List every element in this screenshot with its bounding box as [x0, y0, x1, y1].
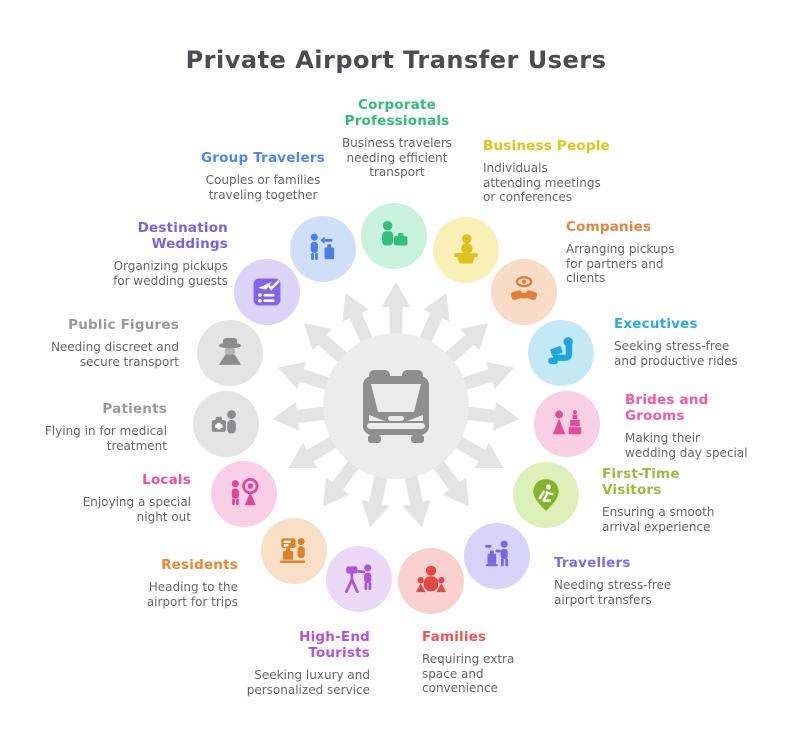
reclining-passenger-laptop-icon	[542, 334, 580, 372]
bubble-residents	[261, 518, 327, 584]
category-title: Locals	[142, 472, 191, 488]
bubble-group-travelers	[290, 216, 356, 282]
category-description: Requiring extra space and convenience	[422, 652, 515, 695]
bubble-destination-weddings	[234, 259, 300, 325]
category-title: Corporate Professionals	[344, 97, 450, 129]
bubble-locals	[211, 461, 277, 527]
category-label-first-time-visitors: First-Time Visitors Ensuring a smooth ar…	[602, 466, 767, 534]
category-description: Organizing pickups for wedding guests	[113, 259, 228, 288]
partnership-handshake-icon	[505, 273, 543, 311]
category-description: Needing discreet and secure transport	[50, 340, 179, 369]
category-label-families: Families Requiring extra space and conve…	[422, 629, 557, 696]
category-label-brides-and-grooms: Brides and Grooms Making their wedding d…	[625, 392, 785, 460]
category-title: Destination Weddings	[137, 220, 228, 252]
category-label-locals: Locals Enjoying a special night out	[21, 472, 191, 524]
speaker-podium-icon	[447, 231, 485, 269]
category-description: Making their wedding day special	[625, 431, 748, 460]
bubble-companies	[491, 259, 557, 325]
family-icon	[412, 562, 450, 600]
category-label-corporate-professionals: Corporate Professionals Business travele…	[317, 97, 477, 180]
category-title: Families	[422, 629, 487, 645]
bubble-families	[398, 548, 464, 614]
photographer-tripod-icon	[340, 560, 378, 598]
person-arrow-luggage-icon	[304, 230, 342, 268]
category-description: Seeking stress-free and productive rides	[614, 339, 738, 368]
category-label-high-end-tourists: High-End Tourists Seeking luxury and per…	[205, 629, 370, 697]
category-label-executives: Executives Seeking stress-free and produ…	[614, 316, 786, 368]
category-description: Flying in for medical treatment	[44, 424, 167, 453]
category-title: Executives	[614, 316, 698, 332]
category-title: Brides and Grooms	[625, 392, 709, 424]
category-description: Arranging pickups for partners and clien…	[566, 242, 675, 285]
checkin-counter-luggage-icon	[275, 532, 313, 570]
category-description: Heading to the airport for trips	[146, 580, 238, 609]
bubble-business-people	[433, 217, 499, 283]
bride-wedding-cake-icon	[548, 405, 586, 443]
page-title: Private Airport Transfer Users	[185, 46, 607, 74]
bubble-travellers	[464, 523, 530, 589]
bubble-brides-and-grooms	[534, 391, 600, 457]
category-description: Business travelers needing efficient tra…	[341, 136, 453, 179]
category-label-public-figures: Public Figures Needing discreet and secu…	[4, 317, 179, 369]
category-label-travellers: Travellers Needing stress-free airport t…	[554, 555, 729, 607]
category-description: Needing stress-free airport transfers	[554, 578, 672, 607]
category-description: Couples or families traveling together	[205, 173, 321, 202]
category-title: First-Time Visitors	[602, 466, 680, 498]
category-title: Travellers	[554, 555, 631, 571]
category-label-patients: Patients Flying in for medical treatment	[0, 401, 167, 453]
bubble-first-time-visitors	[513, 462, 579, 528]
category-title: Companies	[566, 219, 652, 235]
category-label-group-travelers: Group Travelers Couples or families trav…	[183, 150, 343, 202]
category-description: Ensuring a smooth arrival experience	[602, 505, 715, 534]
category-label-business-people: Business People Individuals attending me…	[483, 138, 628, 205]
bubble-corporate-professionals	[361, 203, 427, 269]
bubble-high-end-tourists	[326, 546, 392, 612]
bubble-patients	[193, 391, 259, 457]
hiker-map-pin-icon	[527, 476, 565, 514]
patient-medical-kit-icon	[207, 405, 245, 443]
shuttle-bus-icon	[363, 370, 429, 443]
category-title: Patients	[102, 401, 167, 417]
category-label-residents: Residents Heading to the airport for tri…	[73, 557, 238, 609]
category-title: Residents	[161, 557, 238, 573]
businessman-briefcase-icon	[375, 217, 413, 255]
category-description: Enjoying a special night out	[82, 495, 191, 524]
traveler-luggage-icon	[478, 537, 516, 575]
category-label-destination-weddings: Destination Weddings Organizing pickups …	[68, 220, 228, 288]
category-title: High-End Tourists	[299, 629, 370, 661]
category-title: Group Travelers	[201, 150, 325, 166]
wedding-checklist-icon	[248, 273, 286, 311]
couple-icon	[225, 475, 263, 513]
category-description: Seeking luxury and personalized service	[246, 668, 370, 697]
disguised-person-hat-icon	[211, 334, 249, 372]
bubble-executives	[528, 320, 594, 386]
category-title: Business People	[483, 138, 610, 154]
category-description: Individuals attending meetings or confer…	[483, 161, 601, 204]
category-label-companies: Companies Arranging pickups for partners…	[566, 219, 711, 286]
bubble-public-figures	[197, 320, 263, 386]
category-title: Public Figures	[68, 317, 179, 333]
